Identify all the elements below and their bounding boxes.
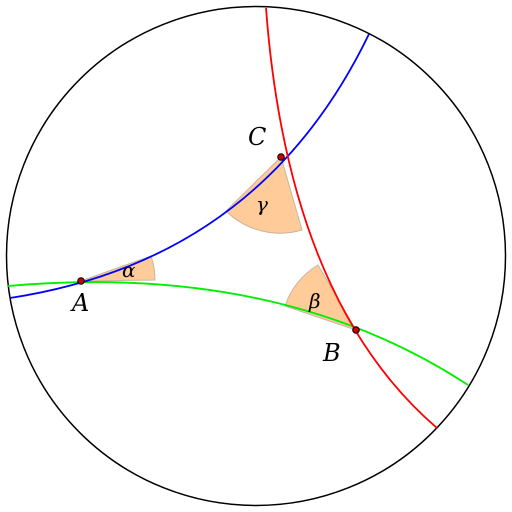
vertex-c-point [277,153,285,161]
angle-alpha-label: α [122,258,136,282]
angle-beta-sector [284,264,358,331]
vertex-b-label: B [322,339,341,367]
angle-beta-label: β [308,289,321,313]
angle-gamma-sector [225,156,303,234]
vertex-a-label: A [70,289,89,317]
geodesic-ac [9,33,370,299]
disk-boundary [5,5,507,507]
vertex-c-label: C [248,123,266,151]
geodesic-bc [265,7,438,429]
vertex-a-point [77,277,85,285]
angle-gamma-label: γ [256,192,268,216]
vertex-b-point [352,326,360,334]
